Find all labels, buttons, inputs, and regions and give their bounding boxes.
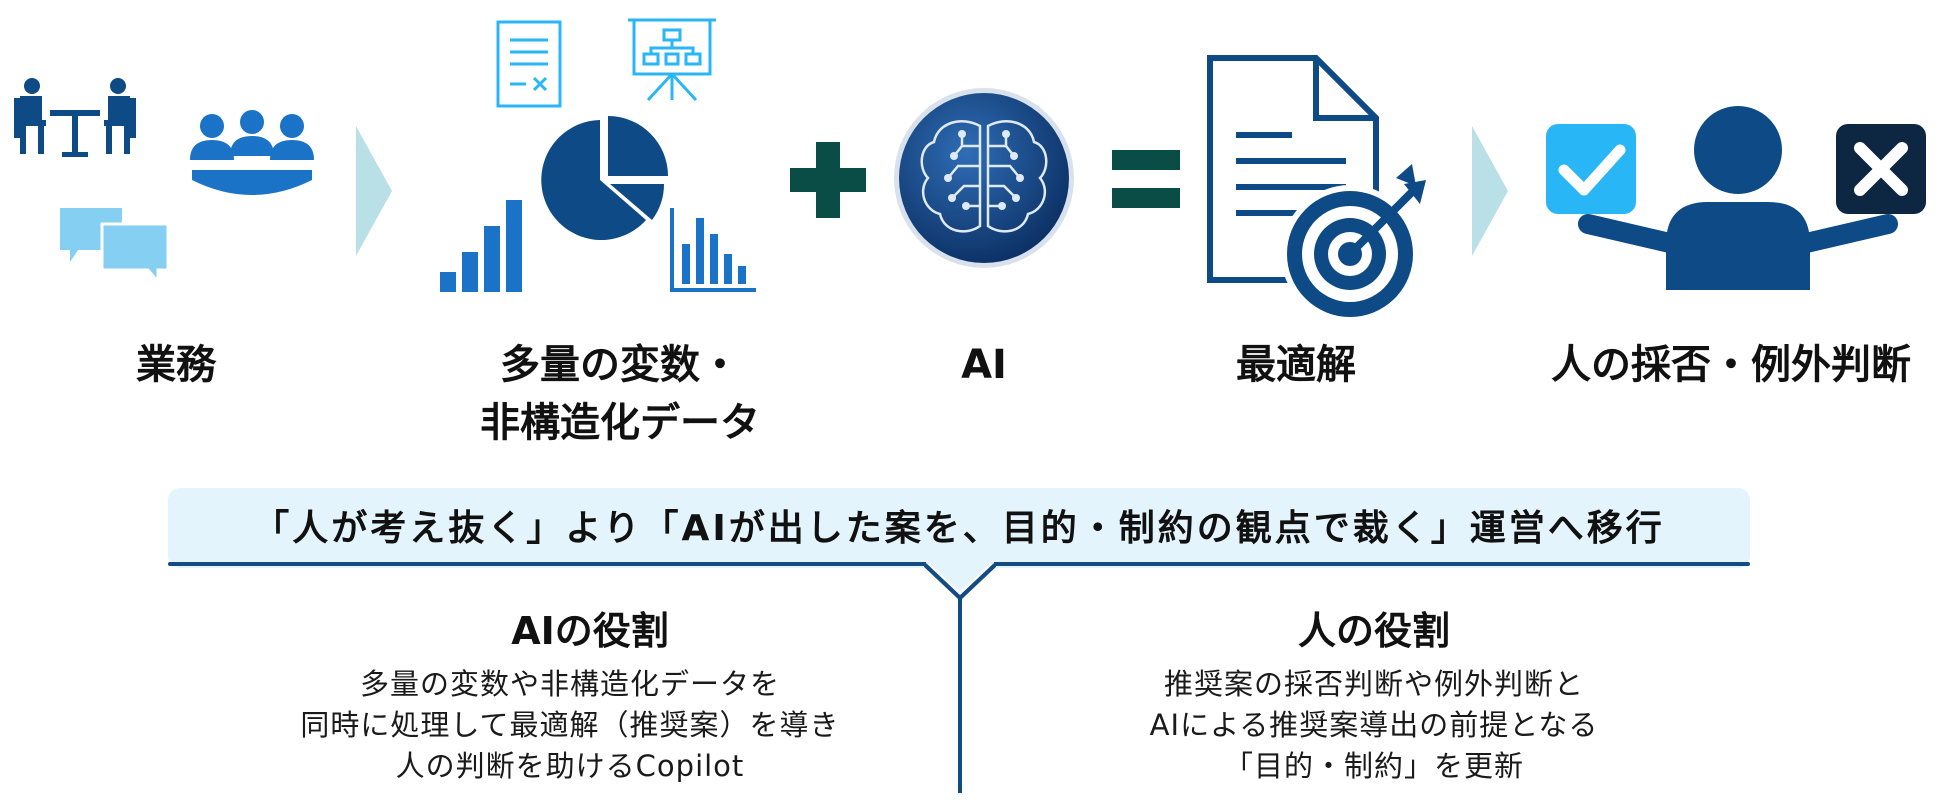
step-label-line: AI [961, 342, 1007, 388]
checkbox-check-icon [1546, 124, 1636, 214]
step-label-line: 多量の変数・ [500, 342, 740, 388]
human-role-line: AIによる推奨案導出の前提となる [1149, 708, 1599, 742]
person-icon [1578, 106, 1898, 290]
step-label-business: 業務 [76, 336, 276, 394]
team-meeting-icon [190, 110, 314, 195]
chevron-right-icon [356, 126, 392, 256]
step-label-line: 非構造化データ [480, 400, 760, 446]
pie-chart-icon [541, 116, 668, 240]
human-role-title: 人の役割 [1297, 609, 1450, 653]
ai-brain-icon [894, 88, 1074, 268]
roles-divider [958, 598, 962, 793]
banner-pointer [924, 560, 996, 601]
step-label-optimal: 最適解 [1186, 336, 1406, 394]
step-label-line: 最適解 [1236, 342, 1356, 388]
human-role-description: 推奨案の採否判断や例外判断と AIによる推奨案導出の前提となる 「目的・制約」を… [1004, 664, 1744, 787]
bar-chart-icon [440, 200, 522, 292]
document-target-icon [1207, 55, 1426, 323]
ai-role-line: 人の判断を助けるCopilot [395, 749, 745, 783]
chevron-right-icon [1472, 126, 1508, 256]
human-role-line: 「目的・制約」を更新 [1223, 749, 1524, 783]
meeting-people-icon [14, 78, 136, 157]
step-label-data: 多量の変数・ 非構造化データ [420, 336, 820, 452]
step-label-line: 人の採否・例外判断 [1551, 342, 1911, 388]
step-label-line: 業務 [136, 342, 216, 388]
human-role-line: 推奨案の採否判断や例外判断と [1163, 667, 1584, 701]
equals-icon [1112, 150, 1180, 208]
chat-bubbles-icon [60, 208, 170, 282]
presentation-board-icon [628, 18, 716, 102]
ai-role-line: 多量の変数や非構造化データを [359, 667, 780, 701]
plus-icon [790, 142, 866, 218]
summary-banner-text: 「人が考え抜く」より「AIが出した案を、目的・制約の観点で裁く」運営へ移行 [253, 508, 1665, 549]
column-chart-icon [670, 208, 756, 292]
step-label-human-judgment: 人の採否・例外判断 [1526, 336, 1936, 394]
step-label-ai: AI [884, 336, 1084, 394]
ai-role-line: 同時に処理して最適解（推奨案）を導き [300, 708, 840, 742]
checkbox-cross-icon [1836, 124, 1926, 214]
ai-role-title: AIの役割 [511, 609, 669, 653]
document-icon [496, 20, 562, 108]
summary-banner [168, 488, 1750, 568]
ai-role-description: 多量の変数や非構造化データを 同時に処理して最適解（推奨案）を導き 人の判断を助… [190, 664, 950, 787]
